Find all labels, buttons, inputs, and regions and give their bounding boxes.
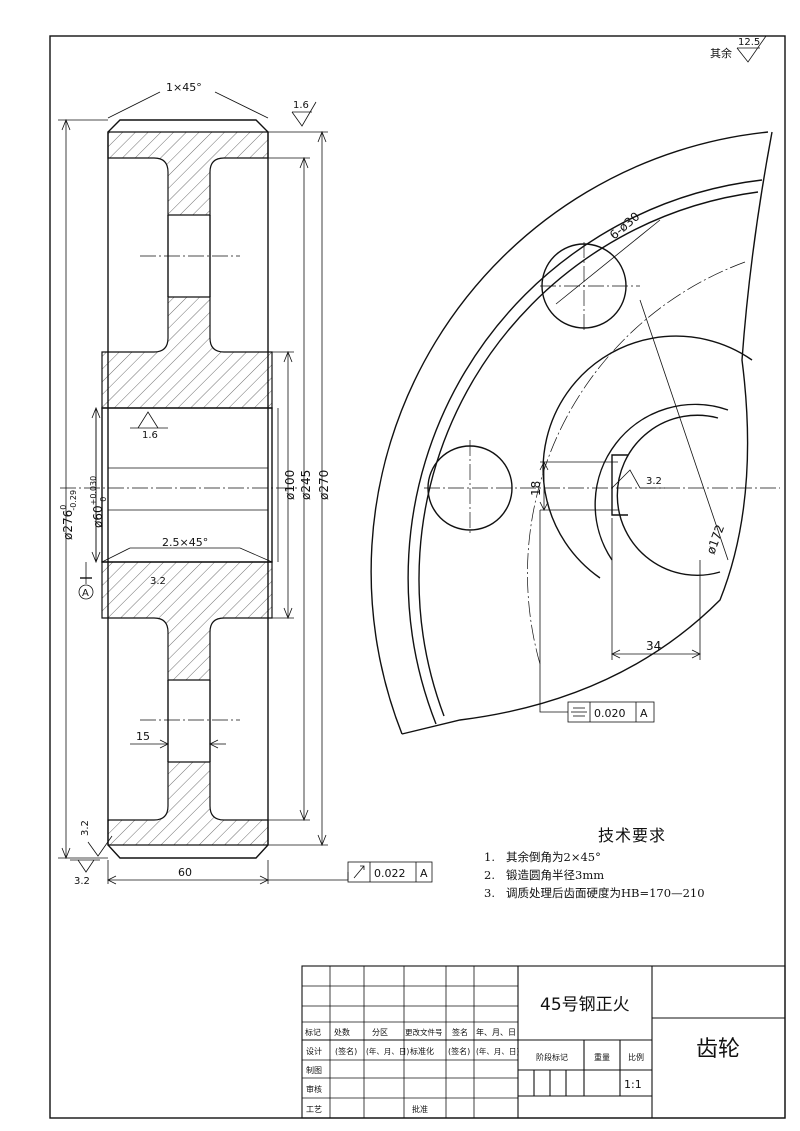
dia-tip-label: ø2760-0.29 bbox=[59, 490, 78, 540]
stage-label: 阶段标记 bbox=[536, 1052, 568, 1062]
rev-h-3: 更改文件号 bbox=[405, 1027, 443, 1037]
section-view: 1×45° 1.6 1.6 2.5×45° 3.2 15 60 3.2 3.2 bbox=[58, 81, 433, 887]
tech-req-item: 3.调质处理后齿面硬度为HB=170—210 bbox=[484, 886, 705, 900]
design-3: 标准化 bbox=[410, 1046, 434, 1056]
symmetry-value: 0.020 bbox=[594, 707, 626, 720]
material-label: 45号钢正火 bbox=[540, 995, 630, 1015]
pitch-circle-label: ø172 bbox=[704, 523, 728, 556]
runout-value: 0.022 bbox=[374, 867, 406, 880]
rev-h-5: 年、月、日 bbox=[476, 1027, 516, 1037]
hub-bottom-section bbox=[101, 561, 273, 681]
tech-req-item: 1.其余倒角为2×45° bbox=[484, 850, 601, 864]
tech-req-list: 1.其余倒角为2×45° 2.锻造圆角半径3mm 3.调质处理后齿面硬度为HB=… bbox=[484, 848, 705, 902]
default-roughness-label: 其余 bbox=[710, 46, 732, 60]
rough-bore-value: 1.6 bbox=[142, 430, 158, 441]
datum-a-label: A bbox=[82, 588, 89, 599]
tech-req-item: 2.锻造圆角半径3mm bbox=[484, 868, 605, 882]
hole-count-label: 6-ø30 bbox=[607, 209, 642, 242]
rough-hub-value: 3.2 bbox=[150, 576, 166, 587]
scale-label: 比例 bbox=[628, 1052, 644, 1062]
row-review: 审核 bbox=[306, 1084, 322, 1094]
keyway-depth-label: 34 bbox=[646, 639, 661, 653]
row-approve: 批准 bbox=[412, 1104, 428, 1114]
symmetry-datum: A bbox=[640, 707, 648, 720]
rev-h-0: 标记 bbox=[305, 1027, 321, 1037]
keyway-rough-label: 3.2 bbox=[646, 476, 662, 487]
rev-h-2: 分区 bbox=[372, 1028, 388, 1037]
design-0: 设计 bbox=[306, 1046, 322, 1056]
web-thickness-label: 15 bbox=[136, 730, 150, 743]
dia-rim-label: ø270 bbox=[317, 470, 331, 500]
web-top-section bbox=[101, 296, 273, 409]
chamfer-top-label: 1×45° bbox=[166, 81, 202, 94]
chamfer-hub-label: 2.5×45° bbox=[162, 536, 208, 549]
face-width-label: 60 bbox=[178, 866, 192, 879]
rim-bottom-section bbox=[107, 761, 269, 846]
scale-value: 1:1 bbox=[624, 1078, 642, 1091]
weight-label: 重量 bbox=[594, 1052, 610, 1062]
dia-bore-label: ø60+0.0300 bbox=[89, 476, 108, 528]
design-5: (年、月、日) bbox=[476, 1046, 519, 1056]
runout-datum: A bbox=[420, 867, 428, 880]
dia-hub-label: ø100 bbox=[283, 470, 297, 500]
dia-web-label: ø245 bbox=[299, 470, 313, 500]
tech-req-title: 技术要求 bbox=[598, 826, 667, 845]
default-roughness-note: 其余 12.5 bbox=[710, 35, 767, 63]
rev-h-4: 签名 bbox=[452, 1027, 468, 1037]
rim-top-section bbox=[107, 131, 269, 216]
rough-bottom-a: 3.2 bbox=[80, 820, 91, 836]
title-block: 标记 处数 分区 更改文件号 签名 年、月、日 设计 (签名) (年、月、日) … bbox=[301, 965, 786, 1119]
default-roughness-value: 12.5 bbox=[738, 37, 760, 48]
keyway-width-label: 18 bbox=[529, 481, 543, 496]
rev-h-1: 处数 bbox=[334, 1027, 350, 1037]
part-name: 齿轮 bbox=[696, 1037, 740, 1062]
rough-bottom-b: 3.2 bbox=[74, 876, 90, 887]
front-view: 6-ø30 ø172 18 3.2 34 0.020 A bbox=[370, 131, 780, 735]
symmetry-frame bbox=[567, 701, 655, 723]
row-draw: 制图 bbox=[306, 1065, 322, 1075]
design-1: (签名) bbox=[335, 1046, 357, 1056]
runout-frame bbox=[347, 861, 433, 883]
design-2: (年、月、日) bbox=[366, 1046, 409, 1056]
rough-top-value: 1.6 bbox=[293, 100, 309, 111]
row-process: 工艺 bbox=[306, 1105, 322, 1114]
design-4: (签名) bbox=[448, 1046, 470, 1056]
